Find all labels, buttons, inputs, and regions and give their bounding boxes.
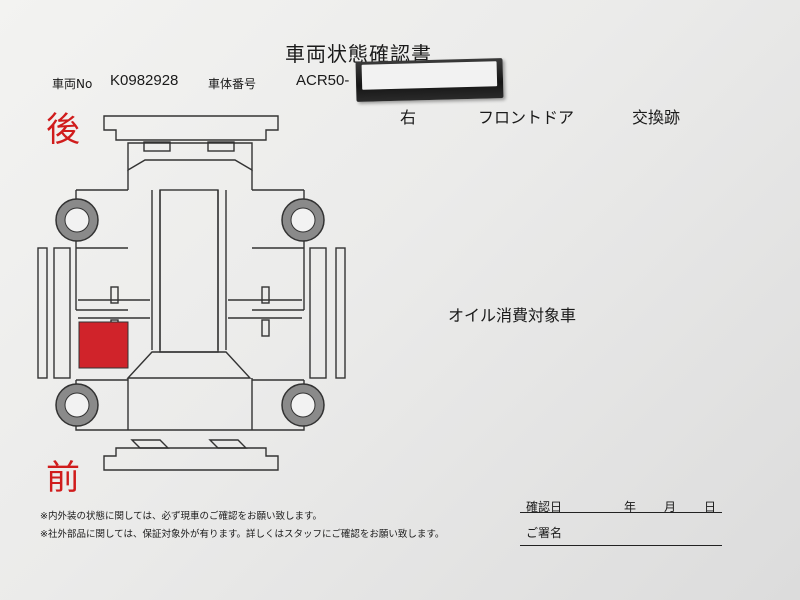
chassis-value: ACR50- xyxy=(296,72,350,89)
remark-side: 右 xyxy=(400,108,417,127)
right-outer-strip-a xyxy=(309,247,327,379)
vehicle-no-label: 車両No xyxy=(52,77,93,91)
left-door-lines xyxy=(78,299,150,319)
rear-label: 後 xyxy=(46,110,80,150)
left-handle-rear xyxy=(110,286,119,304)
confirm-year-label: 年 xyxy=(624,500,637,514)
right-door-lines xyxy=(228,299,302,319)
body-outline-top xyxy=(76,170,304,191)
date-underline xyxy=(520,512,722,513)
front-label: 前 xyxy=(46,458,80,498)
footnote-1: ※内外装の状態に関しては、必ず現車のご確認をお願い致します。 xyxy=(40,511,323,522)
wheel-front-left xyxy=(55,383,99,427)
pillar-right xyxy=(217,190,227,350)
rear-lamp-left xyxy=(143,141,171,152)
confirm-day-label: 日 xyxy=(704,500,717,514)
front-windshield xyxy=(126,351,252,379)
confirm-date-label: 確認日 xyxy=(526,500,563,514)
rear-bumper xyxy=(103,115,279,141)
front-bumper xyxy=(103,447,279,471)
damage-highlight-front-door xyxy=(78,321,129,369)
wheel-rear-left xyxy=(55,198,99,242)
pillar-left xyxy=(151,190,161,350)
roof xyxy=(159,189,219,353)
rear-lamp-right xyxy=(207,141,235,152)
headlamp-right xyxy=(208,439,248,449)
left-side-panel xyxy=(75,190,128,381)
hood xyxy=(127,378,253,431)
wheel-front-right xyxy=(281,383,325,427)
remark-status: 交換跡 xyxy=(632,108,681,127)
right-handle-front xyxy=(261,319,270,337)
remark-part: フロントドア xyxy=(478,108,575,127)
left-outer-strip-a xyxy=(37,247,48,379)
right-handle-rear xyxy=(261,286,270,304)
footnote-2: ※社外部品に関しては、保証対象外が有ります。詳しくはスタッフにご確認をお願い致し… xyxy=(40,529,445,540)
chassis-label: 車体番号 xyxy=(208,77,257,91)
right-side-panel xyxy=(252,190,305,381)
right-outer-strip-b xyxy=(335,247,346,379)
wheel-rear-right xyxy=(281,198,325,242)
left-outer-strip-b xyxy=(53,247,71,379)
front-body-sides xyxy=(75,380,305,431)
confirm-month-label: 月 xyxy=(664,500,677,514)
vehicle-no-value: K0982928 xyxy=(110,72,179,89)
wheels xyxy=(55,198,325,427)
oil-consumption-note: オイル消費対象車 xyxy=(448,306,577,325)
signature-line xyxy=(520,545,722,546)
headlamp-left xyxy=(130,439,170,449)
signature-label: ご署名 xyxy=(526,526,563,540)
